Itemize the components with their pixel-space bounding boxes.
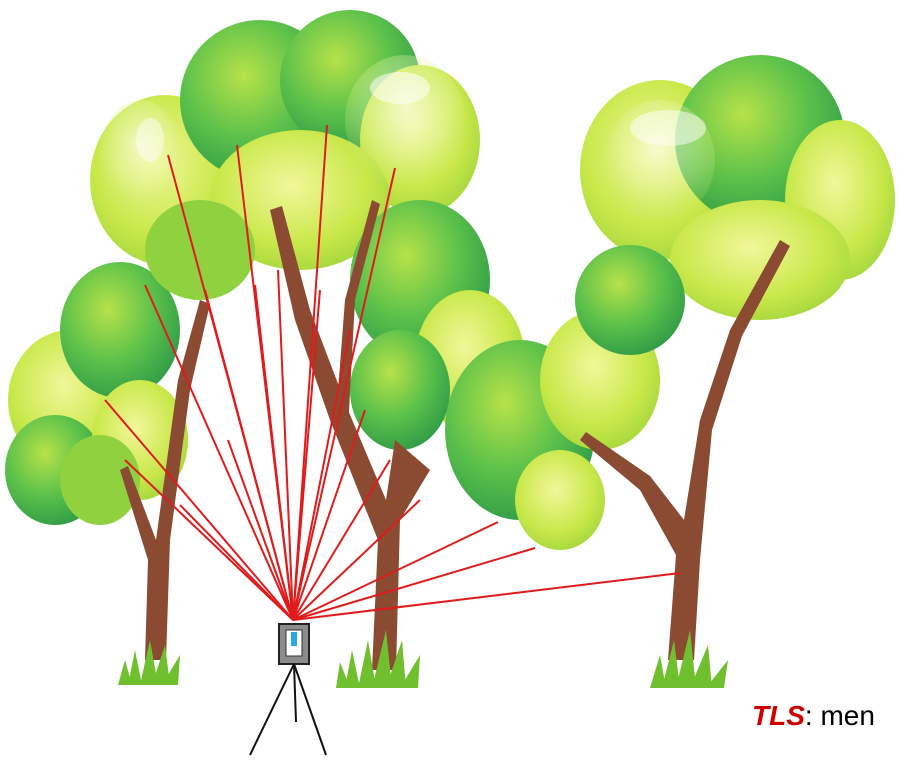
- tree-right-foliage: [445, 55, 895, 550]
- tree-left-foliage: [5, 262, 188, 525]
- scanner-lens: [291, 632, 297, 646]
- laser-scanner: [279, 624, 309, 664]
- grass-right: [650, 630, 728, 688]
- caption-text: : men: [805, 700, 875, 731]
- grass-left: [118, 640, 180, 685]
- caption-abbrev: TLS: [752, 700, 805, 731]
- caption: TLS: men: [752, 700, 875, 732]
- tripod: [250, 664, 326, 755]
- tree-left: [5, 262, 210, 685]
